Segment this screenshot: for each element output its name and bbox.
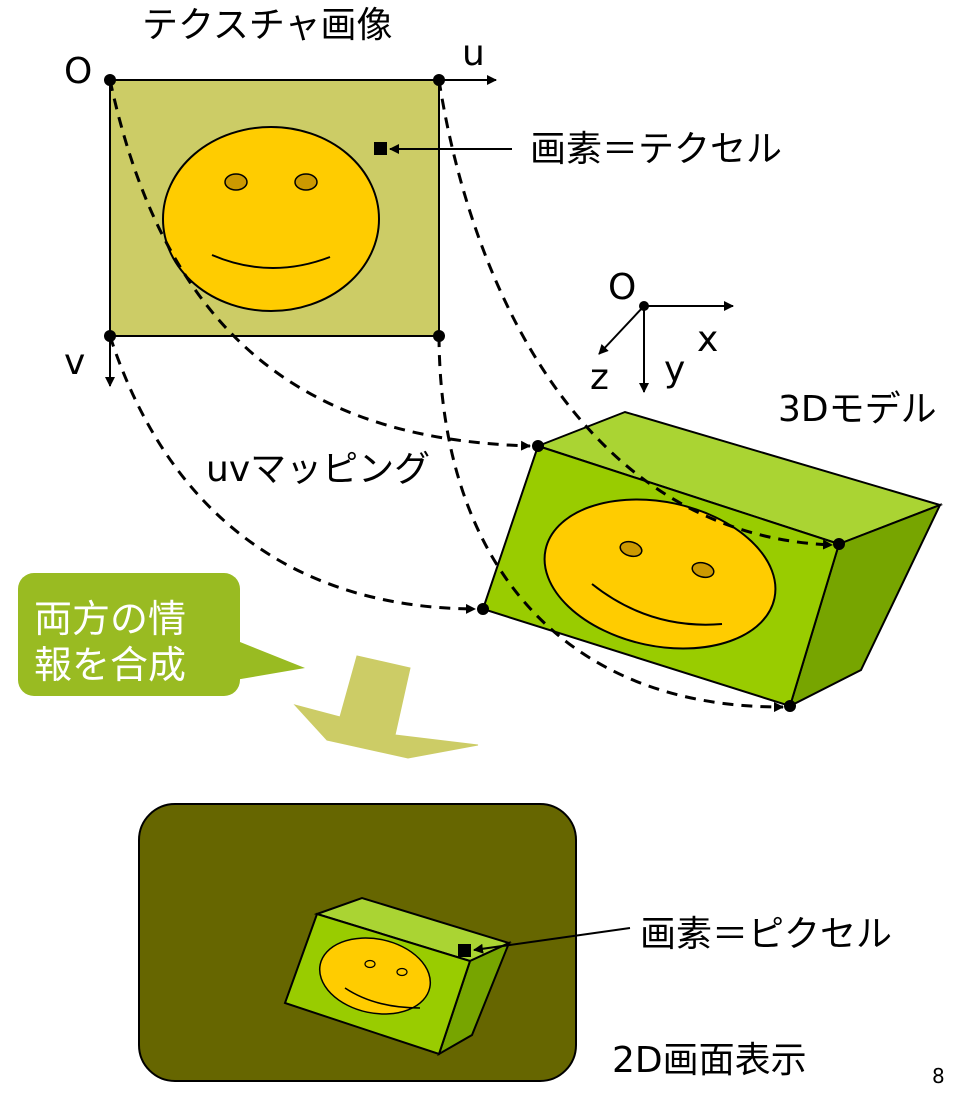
- model-smiley-face: [543, 498, 777, 650]
- model-right-eye: [691, 561, 715, 579]
- screen-left-eye: [364, 959, 376, 969]
- v-axis-label: v: [64, 342, 86, 383]
- model-label: 3Dモデル: [778, 389, 937, 430]
- x-axis-label: x: [697, 319, 719, 360]
- z-axis-arrow: [598, 305, 645, 355]
- texture-mouth: [211, 254, 331, 269]
- pixel-pointer: [473, 927, 631, 954]
- model-corner-b: [833, 538, 845, 550]
- page-number: 8: [932, 1064, 945, 1088]
- screen-display: [138, 803, 631, 1082]
- screen-mouth: [344, 987, 421, 1009]
- texel-marker: [374, 142, 387, 155]
- texture-right-eye: [294, 173, 318, 191]
- mapping-curve-tl: [108, 79, 531, 451]
- y-axis-label: y: [664, 349, 686, 390]
- callout-tail: [235, 640, 305, 680]
- xyz-axes: [598, 301, 734, 393]
- pixel-marker: [458, 944, 471, 957]
- combine-arrow: [293, 655, 479, 759]
- model-corner-d: [784, 700, 796, 712]
- u-axis-label: u: [462, 33, 485, 74]
- screen-smiley-face: [318, 937, 432, 1015]
- z-axis-label: z: [590, 357, 609, 398]
- screen-label: 2D画面表示: [612, 1040, 807, 1081]
- model-box: [477, 410, 944, 712]
- model-left-eye: [619, 540, 643, 558]
- mapping-label: uvマッピング: [206, 449, 431, 490]
- texture-left-eye: [224, 173, 248, 191]
- mapping-curve-tr: [437, 79, 833, 550]
- texture-image: [104, 74, 512, 387]
- texture-smiley-face: [162, 126, 380, 312]
- mapping-curve-bl: [108, 335, 476, 614]
- axes-origin-label: O: [608, 267, 637, 308]
- callout-text: 両方の情 報を合成: [34, 597, 187, 687]
- model-corner-a: [532, 440, 544, 452]
- mapping-curves: [108, 79, 833, 713]
- model-mouth: [591, 583, 723, 626]
- texture-origin-label: O: [64, 51, 93, 92]
- texture-title: テクスチャ画像: [142, 5, 393, 46]
- mapping-curve-br: [437, 335, 784, 713]
- model-corner-c: [477, 603, 489, 615]
- texel-label: 画素＝テクセル: [530, 129, 783, 170]
- screen-right-eye: [396, 967, 408, 977]
- pixel-label: 画素＝ピクセル: [640, 914, 893, 955]
- callout-bubble: [18, 573, 240, 696]
